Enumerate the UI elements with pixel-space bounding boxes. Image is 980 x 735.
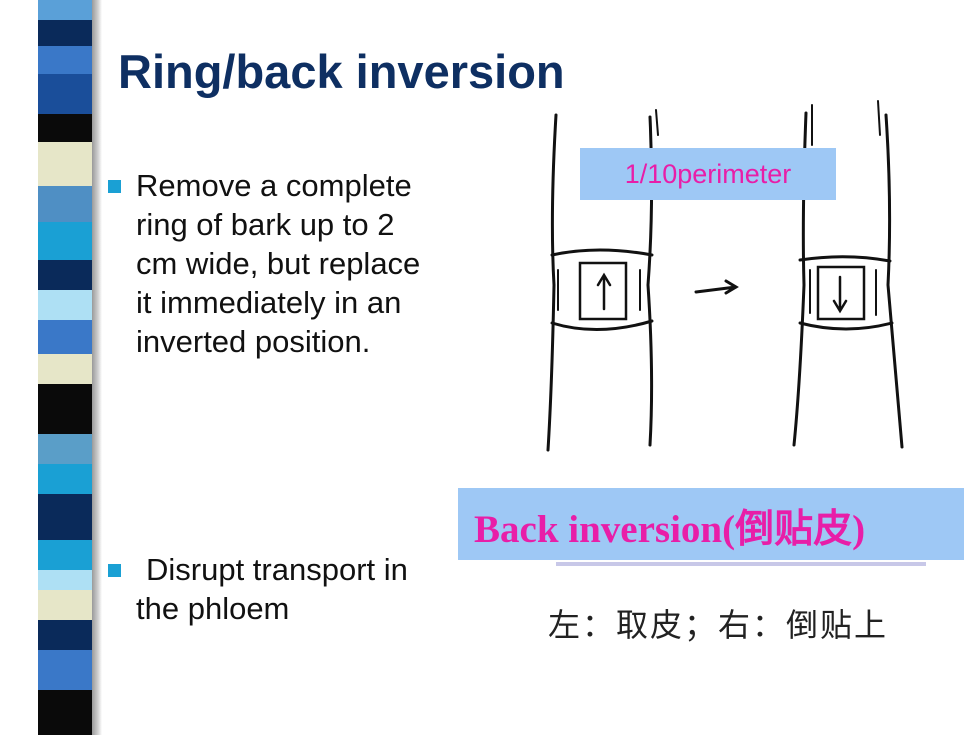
bullet-square-icon	[108, 180, 121, 193]
caption-box: Back inversion(倒贴皮)	[458, 488, 964, 560]
right-trunk-outline	[884, 113, 904, 449]
chinese-caption: 左：取皮；右：倒贴上	[548, 606, 889, 644]
stripe-shadow	[92, 0, 102, 735]
slide-title: Ring/back inversion	[118, 45, 565, 98]
perimeter-label: 1/10perimeter	[580, 148, 836, 200]
figure-caption: Back inversion(倒贴皮)	[474, 508, 866, 551]
caption-underline	[556, 562, 926, 566]
left-trunk-outline	[546, 113, 558, 452]
bullet-square-icon	[108, 564, 121, 577]
bullet-text: Remove a complete ring of bark up to 2 c…	[136, 168, 421, 359]
decorative-stripe-bar	[0, 0, 108, 735]
bullet-text: Disrupt transport in the phloem	[136, 552, 408, 626]
bullet-item: Remove a complete ring of bark up to 2 c…	[108, 166, 438, 486]
stripe-bands	[38, 0, 100, 735]
bullet-item: Disrupt transport in the phloem	[108, 550, 438, 640]
